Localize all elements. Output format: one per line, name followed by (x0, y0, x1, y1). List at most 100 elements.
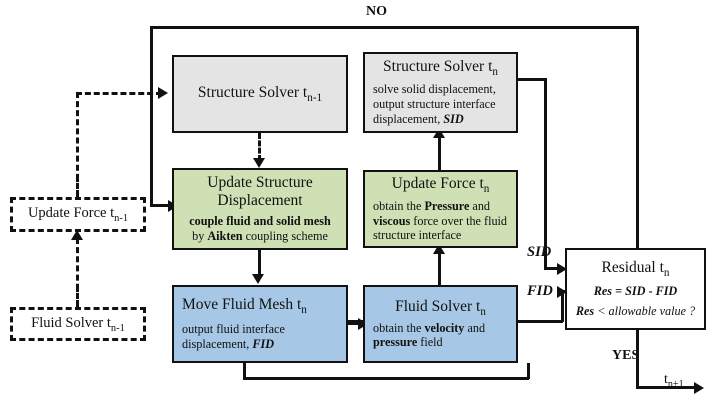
mfm-body2-fid: FID (252, 336, 275, 351)
arrowhead-next-step (694, 382, 704, 394)
residual-sub: n (663, 267, 670, 280)
residual-cond-lt: < (594, 303, 609, 318)
usd-title-line1: Update Structure (207, 174, 313, 192)
edge-stub-above-fsprev (76, 286, 79, 306)
arrowhead-ssprev-to-usd (253, 158, 265, 168)
edge-no-right-drop (636, 26, 639, 250)
mfm-sub: n (301, 304, 307, 317)
edge-stub-above-ufprev (76, 176, 79, 196)
edge-yes-drop (636, 330, 639, 388)
fscurr-body-line2: pressure field (365, 335, 443, 350)
edge-fid-rise (561, 291, 564, 322)
node-residual[interactable]: Residual tn Res = SID - FID Res < allowa… (565, 248, 706, 330)
usd-body-line1: couple fluid and solid mesh (189, 213, 331, 228)
residual-condition: Res < allowable value ? (576, 304, 695, 319)
sscurr-title: Structure Solver tn (383, 58, 498, 79)
ufcurr-b2b: force over the fluid (410, 213, 508, 228)
fsprev-title-text: Fluid Solver t (31, 314, 111, 331)
sscurr-body3-sid: SID (443, 111, 464, 126)
fscurr-sub: n (480, 305, 486, 318)
ufcurr-b2a: viscous (373, 213, 411, 228)
edge-bottom-rail (243, 377, 529, 380)
usd-title-line2: Displacement (217, 192, 303, 210)
edge-usd-to-mfm (258, 250, 261, 276)
fscurr-b1b: velocity (424, 320, 465, 335)
node-update-structure-displacement[interactable]: Update Structure Displacement couple flu… (172, 168, 348, 250)
ufcurr-title-text: Update Force t (391, 174, 484, 192)
node-update-force-prev[interactable]: Update Force tn-1 (10, 197, 146, 232)
residual-eq-fid: FID (655, 284, 678, 299)
fscurr-title: Fluid Solver tn (395, 298, 486, 319)
residual-cond-val: allowable value ? (608, 303, 696, 318)
sscurr-body-line1: solve solid displacement, (373, 82, 496, 97)
node-structure-solver-prev[interactable]: Structure Solver tn-1 (172, 55, 348, 133)
mfm-body-line1: output fluid interface (182, 322, 285, 337)
edge-bottom-drop-left (243, 363, 246, 379)
structure-solver-prev-title: Structure Solver tn-1 (198, 84, 322, 105)
arrowhead-usd-to-mfm (252, 274, 264, 284)
edge-no-left-rail (150, 26, 153, 206)
arrowhead-sid-into-residual (557, 263, 567, 275)
node-fluid-solver-prev[interactable]: Fluid Solver tn-1 (10, 307, 146, 341)
fscurr-b1a: obtain the (373, 320, 425, 335)
residual-cond-res: Res (575, 303, 595, 318)
edge-no-top-rail (150, 26, 639, 29)
edge-sid-into-residual (544, 267, 564, 270)
ufcurr-sub: n (483, 182, 490, 195)
sscurr-body-line2: output structure interface (373, 97, 496, 112)
ufprev-title-text: Update Force t (27, 205, 115, 222)
ufcurr-body-line1: obtain the Pressure and (365, 199, 490, 214)
fsprev-sub: n-1 (110, 322, 125, 334)
residual-eq-sid: SID (625, 284, 646, 299)
ufcurr-b1b: Pressure (424, 198, 470, 213)
fscurr-b1c: and (464, 320, 486, 335)
edge-fs-to-uf (438, 250, 441, 286)
edge-fsprev-to-ufprev (76, 238, 79, 308)
ufcurr-b1c: and (469, 198, 491, 213)
residual-title-text: Residual t (601, 259, 664, 277)
next-step-sub: n+1 (667, 378, 684, 390)
node-fluid-solver-curr[interactable]: Fluid Solver tn obtain the velocity and … (363, 285, 518, 363)
residual-equation: Res = SID - FID (594, 284, 678, 299)
ssprev-title-text: Structure Solver t (197, 83, 308, 101)
edge-label-fid: FID (527, 283, 553, 299)
next-step-text: t (664, 372, 668, 387)
fscurr-body-line1: obtain the velocity and (365, 321, 485, 336)
ufprev-sub: n-1 (114, 212, 129, 224)
usd-body2-a: by (192, 228, 208, 243)
node-move-fluid-mesh[interactable]: Move Fluid Mesh tn output fluid interfac… (172, 285, 348, 363)
usd-body2-c: coupling scheme (242, 228, 328, 243)
edge-label-next-step: tn+1 (664, 372, 684, 390)
edge-mfm-to-fs (347, 322, 365, 325)
sscurr-title-text: Structure Solver t (383, 58, 493, 76)
edge-sid-drop (544, 78, 547, 269)
fscurr-b2a: pressure (373, 335, 418, 350)
mfm-title: Move Fluid Mesh tn (174, 296, 307, 317)
edge-uf-to-ss (438, 133, 441, 171)
arrowhead-uf-to-ss (433, 128, 445, 138)
usd-body2-b: Aikten (207, 228, 243, 243)
sscurr-body3-a: displacement, (373, 111, 444, 126)
arrowhead-fsprev-to-ufprev (71, 230, 83, 240)
sscurr-body-line3: displacement, SID (365, 112, 464, 127)
edge-label-sid: SID (527, 244, 552, 260)
residual-title: Residual tn (601, 259, 669, 280)
fscurr-b2b: field (417, 335, 443, 350)
fsprev-title: Fluid Solver tn-1 (31, 315, 125, 334)
residual-eq-res: Res (593, 284, 613, 299)
ufcurr-body-line3: structure interface (373, 228, 462, 243)
edge-ufprev-run (76, 92, 162, 95)
ssprev-sub: n-1 (307, 91, 323, 104)
node-structure-solver-curr[interactable]: Structure Solver tn solve solid displace… (363, 52, 518, 133)
fscurr-title-text: Fluid Solver t (395, 297, 481, 315)
arrowhead-ufprev-to-ssprev (158, 87, 168, 99)
mfm-body-line2: displacement, FID (174, 337, 274, 352)
edge-bottom-rise-right (527, 363, 530, 379)
edge-label-yes: YES (612, 348, 640, 363)
edge-ssprev-to-usd (258, 133, 261, 161)
edge-ufprev-rise (76, 92, 79, 198)
edge-no-into-usd (150, 204, 172, 207)
ufcurr-body-line2: viscous force over the fluid (365, 214, 507, 229)
edge-sid-stub (516, 78, 546, 81)
node-update-force-curr[interactable]: Update Force tn obtain the Pressure and … (363, 170, 518, 248)
